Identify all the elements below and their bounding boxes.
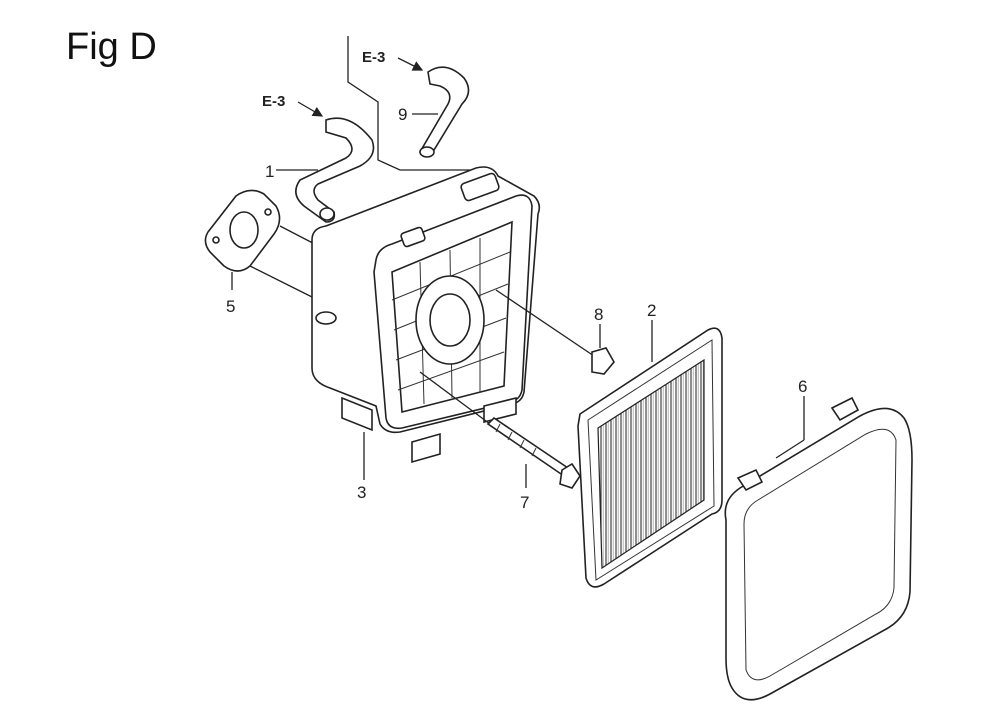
air-cleaner-cover-6: [724, 396, 913, 701]
bolt-8: [495, 289, 615, 375]
air-cleaner-case-3: [311, 166, 541, 480]
filter-element-2: [577, 320, 723, 588]
ref-label: E-3: [362, 49, 385, 66]
reference-e3-upper: E-3: [362, 49, 424, 71]
callout-3: 3: [357, 483, 366, 502]
ref-label: E-3: [262, 93, 285, 110]
callout-6: 6: [798, 377, 807, 396]
hose-9: [412, 66, 470, 158]
leader-bracket: [347, 36, 470, 171]
callout-9: 9: [398, 105, 407, 124]
callout-2: 2: [647, 301, 656, 320]
hose-1: [276, 117, 375, 223]
reference-e3-lower: E-3: [262, 93, 324, 117]
callout-8: 8: [594, 305, 603, 324]
callout-7: 7: [520, 493, 529, 512]
gasket-5: [204, 189, 331, 301]
bolt-7: [419, 371, 581, 489]
figure-title: Fig D: [66, 26, 157, 68]
callout-1: 1: [265, 162, 274, 181]
callout-5: 5: [226, 297, 235, 316]
